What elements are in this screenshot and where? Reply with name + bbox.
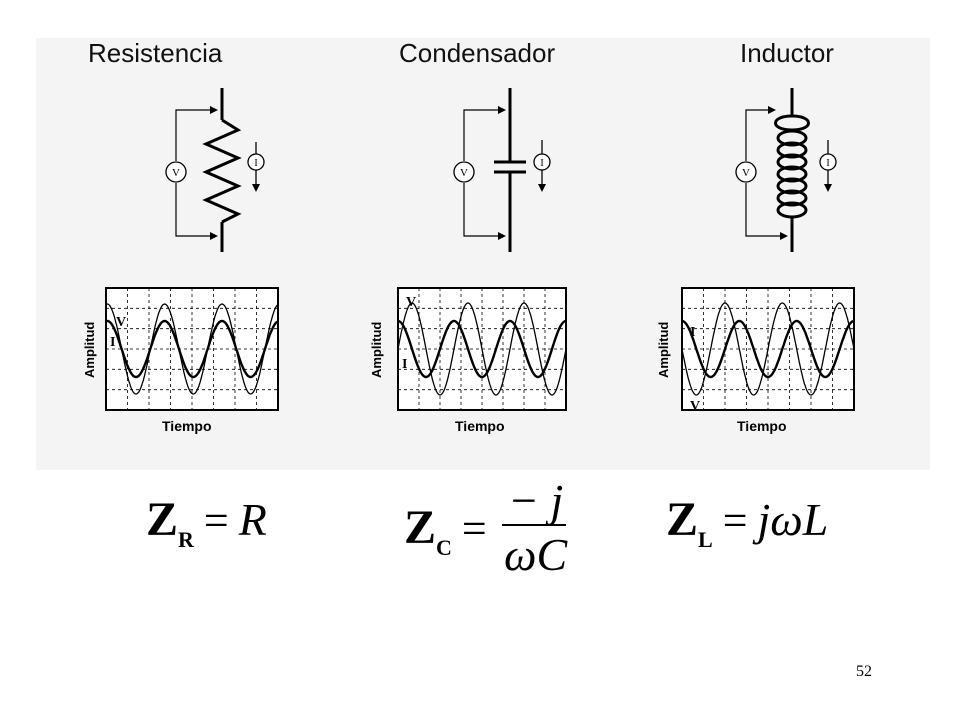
arrow-icon bbox=[498, 106, 506, 114]
x-axis-label: Tiempo bbox=[737, 418, 787, 434]
x-axis-label: Tiempo bbox=[162, 418, 212, 434]
arrow-icon bbox=[768, 106, 776, 114]
title-resistencia: Resistencia bbox=[88, 38, 223, 68]
y-axis-label: Amplitud bbox=[369, 321, 384, 378]
fraction-numerator: − j bbox=[508, 475, 564, 526]
inductor-circuit-diagram: V I bbox=[735, 88, 837, 252]
ammeter-label: I bbox=[540, 158, 543, 169]
inductor-waveform-plot: VI bbox=[681, 287, 855, 412]
voltage-wave-label: V bbox=[690, 399, 700, 412]
formula-inductor-impedance: ZL =jωL bbox=[666, 492, 829, 552]
voltmeter-label: V bbox=[460, 167, 468, 179]
capacitor-waveform-plot: VI bbox=[397, 287, 567, 411]
impedance-value: jωL bbox=[757, 494, 829, 545]
current-waveform bbox=[105, 319, 279, 379]
voltage-wave-label: V bbox=[406, 295, 416, 310]
formula-resistor-impedance: ZR=R bbox=[146, 492, 267, 552]
y-axis-label: Amplitud bbox=[82, 321, 97, 378]
inductor-coil bbox=[776, 129, 808, 219]
impedance-subscript: R bbox=[178, 527, 194, 552]
impedance-symbol: Z bbox=[146, 493, 179, 546]
impedance-value: R bbox=[238, 494, 267, 545]
voltmeter-wire-bottom bbox=[175, 183, 216, 237]
impedance-symbol: Z bbox=[404, 501, 437, 554]
resistor-waveform-plot: VI bbox=[105, 287, 279, 411]
capacitor-circuit-diagram: V I bbox=[453, 88, 551, 252]
current-arrow-icon bbox=[824, 184, 832, 192]
voltmeter-icon bbox=[453, 161, 475, 183]
impedance-subscript: L bbox=[698, 527, 713, 552]
current-arrow-icon bbox=[538, 184, 546, 192]
voltmeter-wire-top bbox=[175, 109, 216, 161]
voltage-waveform bbox=[105, 303, 279, 395]
title-inductor: Inductor bbox=[740, 38, 834, 68]
equals-sign: = bbox=[203, 496, 229, 545]
title-condensador: Condensador bbox=[399, 38, 556, 68]
arrow-icon bbox=[210, 232, 218, 240]
y-axis-label: Amplitud bbox=[656, 321, 671, 378]
ammeter-label: I bbox=[254, 158, 257, 169]
current-arrow-icon bbox=[252, 184, 260, 192]
equals-sign: = bbox=[722, 496, 748, 545]
arrow-icon bbox=[780, 232, 788, 240]
arrow-icon bbox=[210, 106, 218, 114]
voltmeter-icon bbox=[735, 161, 757, 183]
current-waveform bbox=[397, 319, 567, 379]
voltage-waveform bbox=[397, 302, 567, 396]
resistor-zigzag bbox=[202, 118, 242, 224]
current-waveform bbox=[681, 319, 855, 379]
voltmeter-label: V bbox=[172, 167, 180, 179]
fraction-denominator: ωC bbox=[504, 529, 568, 580]
impedance-symbol: Z bbox=[666, 493, 699, 546]
arrow-icon bbox=[498, 232, 506, 240]
impedance-subscript: C bbox=[436, 535, 452, 560]
current-wave-label: I bbox=[402, 357, 407, 372]
current-wave-label: I bbox=[110, 335, 115, 350]
voltage-waveform bbox=[681, 302, 855, 396]
page-number: 52 bbox=[856, 663, 872, 680]
voltmeter-label: V bbox=[742, 167, 750, 179]
x-axis-label: Tiempo bbox=[455, 418, 505, 434]
ammeter-label: I bbox=[826, 158, 829, 169]
resistor-circuit-diagram: V I bbox=[165, 88, 265, 252]
current-wave-label: I bbox=[690, 325, 695, 340]
voltmeter-icon bbox=[165, 161, 187, 183]
equals-sign: = bbox=[461, 504, 487, 553]
voltage-wave-label: V bbox=[116, 315, 126, 330]
fraction-bar bbox=[502, 524, 566, 526]
formula-capacitor-impedance: ZC = bbox=[404, 500, 497, 560]
